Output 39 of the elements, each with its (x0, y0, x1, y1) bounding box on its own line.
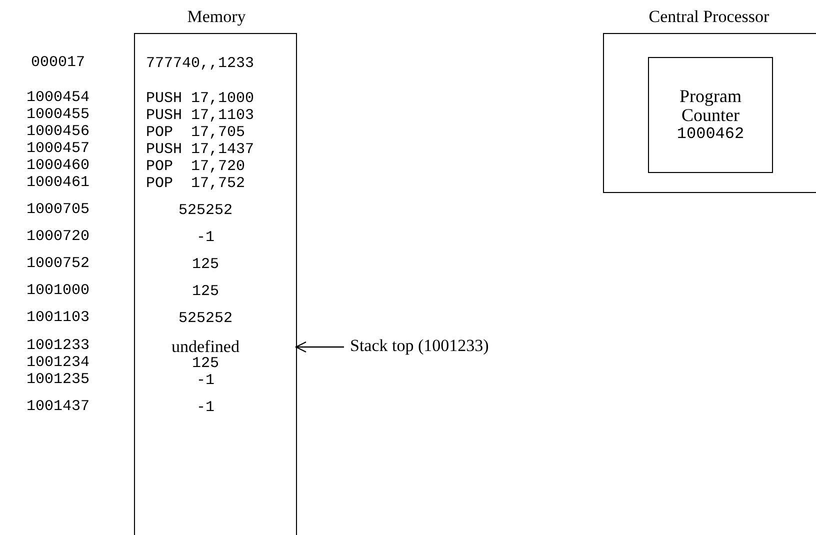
address-label: 1000457 (25, 139, 90, 159)
instruction-word: 777740,,1233 (135, 54, 296, 74)
memory-label: Memory (186, 7, 247, 27)
address-label: 1001103 (25, 308, 90, 328)
instruction-word: POP 17,752 (135, 174, 296, 194)
register-name: Program Counter (678, 86, 742, 124)
register-value: 1000462 (676, 124, 744, 144)
address-label: 1000720 (25, 227, 90, 247)
memory-word: -1 (135, 371, 296, 391)
address-label: 1001233 (25, 336, 90, 356)
instruction-word: POP 17,720 (135, 157, 296, 177)
address-label: 1000705 (25, 200, 90, 220)
instruction-word: POP 17,705 (135, 123, 296, 143)
address-label: 1000456 (25, 122, 90, 142)
pointer-label: Stack top (1001233) (350, 336, 489, 356)
address-label: 1000460 (25, 156, 90, 176)
instruction-word: PUSH 17,1103 (135, 106, 296, 126)
register-box (648, 57, 773, 173)
memory-word: 125 (135, 255, 296, 275)
arrow (295, 341, 344, 353)
address-label: 000017 (30, 53, 86, 73)
memory-word: undefined (135, 337, 296, 357)
memory-word: 125 (135, 282, 296, 302)
instruction-word: PUSH 17,1437 (135, 140, 296, 160)
address-label: 1001437 (25, 397, 90, 417)
instruction-word: PUSH 17,1000 (135, 89, 296, 109)
memory-word: -1 (135, 398, 296, 418)
address-label: 1000454 (25, 88, 90, 108)
memory-word: 525252 (135, 201, 296, 221)
address-label: 1001000 (25, 281, 90, 301)
memory-word: -1 (135, 228, 296, 248)
address-label: 1000455 (25, 105, 90, 125)
address-label: 1000752 (25, 254, 90, 274)
processor-label: Central Processor (648, 7, 770, 27)
address-label: 1001235 (25, 370, 90, 390)
memory-word: 125 (135, 354, 296, 374)
memory-word: 525252 (135, 309, 296, 329)
address-label: 1001234 (25, 353, 90, 373)
address-label: 1000461 (25, 173, 90, 193)
